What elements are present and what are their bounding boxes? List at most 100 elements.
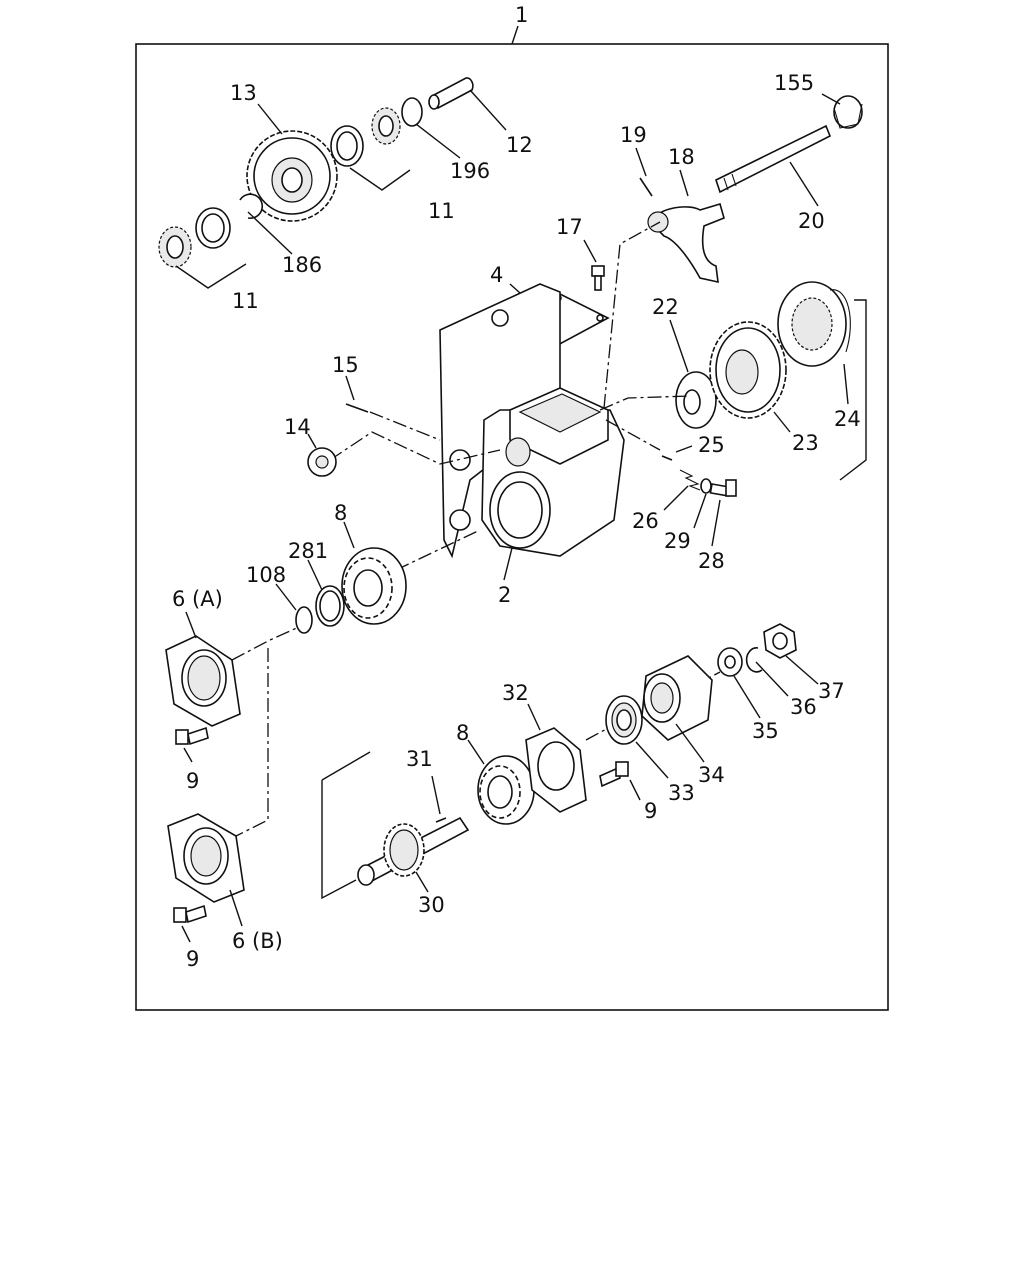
part-17-bolt [591, 265, 605, 291]
leader-9c [629, 779, 641, 801]
part-186-snap-ring [239, 193, 264, 220]
leader-32 [527, 703, 541, 731]
callout-30: 30 [418, 893, 445, 917]
leader-36 [755, 661, 789, 697]
part-30-shaft [357, 816, 470, 886]
bracket-24 [839, 299, 867, 481]
leader-23 [773, 411, 791, 433]
leader-196 [415, 123, 461, 159]
part-14-washer [307, 447, 337, 477]
leader-108 [275, 583, 297, 611]
leader-9a [183, 747, 193, 763]
part-25-pin [661, 455, 673, 461]
part-34-companion-flange [641, 655, 713, 741]
bracket-30 [321, 751, 371, 900]
leader-29 [693, 493, 707, 529]
leader-12 [469, 89, 507, 131]
part-2-housing [439, 283, 625, 559]
callout-23: 23 [792, 431, 819, 455]
callout-18: 18 [668, 145, 695, 169]
part-31-key [435, 817, 447, 823]
callout-9a: 9 [186, 769, 199, 793]
callout-37: 37 [818, 679, 845, 703]
axis-line-33 [585, 725, 613, 741]
leader-19 [635, 147, 647, 177]
axis-line-18 [603, 221, 661, 409]
leader-6a [185, 611, 197, 639]
part-28-bolt [709, 479, 737, 497]
callout-8-upper: 8 [334, 501, 347, 525]
leader-24 [843, 363, 849, 405]
leader-281 [307, 559, 323, 591]
callout-36: 36 [790, 695, 817, 719]
leader-31 [431, 775, 441, 815]
leader-8-lower [467, 739, 485, 765]
leader-11-right [349, 167, 411, 191]
leader-18 [679, 169, 689, 197]
leader-33 [635, 741, 669, 779]
callout-24: 24 [834, 407, 861, 431]
leader-186 [247, 211, 293, 255]
callout-6b: 6 (B) [232, 929, 283, 953]
callout-31: 31 [406, 747, 433, 771]
part-155-bushing [833, 95, 863, 129]
callout-186: 186 [282, 253, 322, 277]
leader-14 [307, 433, 317, 449]
callout-19: 19 [620, 123, 647, 147]
leader-15 [345, 375, 355, 401]
axis-line-15 [369, 411, 441, 441]
part-35-washer [717, 647, 743, 677]
leader-2 [503, 547, 513, 581]
part-24-sleeve [777, 281, 851, 367]
callout-196: 196 [450, 159, 490, 183]
part-32-flange [525, 727, 587, 813]
callout-8-lower: 8 [456, 721, 469, 745]
callout-4: 4 [490, 263, 503, 287]
callout-26: 26 [632, 509, 659, 533]
callout-11-right: 11 [428, 199, 455, 223]
callout-34: 34 [698, 763, 725, 787]
callout-11-left: 11 [232, 289, 259, 313]
axis-line-22 [599, 395, 691, 411]
callout-281: 281 [288, 539, 328, 563]
callout-13: 13 [230, 81, 257, 105]
leader-37 [785, 655, 819, 685]
callout-17: 17 [556, 215, 583, 239]
part-6b-cover [167, 813, 245, 903]
part-18-shift-fork [647, 203, 725, 284]
part-9-bolt-b [173, 904, 207, 924]
callout-108: 108 [246, 563, 286, 587]
part-9-bolt-a [175, 726, 209, 746]
leader-17 [583, 239, 597, 263]
part-6a-cover [165, 635, 241, 727]
callout-25: 25 [698, 433, 725, 457]
part-281-ring [315, 585, 345, 627]
leader-35 [733, 675, 761, 719]
leader-25 [675, 445, 693, 453]
leader-30 [415, 871, 429, 893]
part-196-ring [401, 97, 423, 127]
part-37-nut [763, 623, 797, 659]
axis-line-14 [329, 431, 501, 465]
callout-22: 22 [652, 295, 679, 319]
leader-6b [229, 889, 243, 927]
callout-6a: 6 (A) [172, 587, 223, 611]
part-8-bearing-upper [341, 547, 407, 625]
leader-11-left [175, 263, 247, 289]
part-108-snap-ring [295, 606, 313, 634]
part-22-washer [675, 371, 717, 429]
callout-1: 1 [515, 3, 528, 27]
leader-26 [663, 485, 689, 511]
callout-9b: 9 [186, 947, 199, 971]
axis-line-6 [235, 648, 269, 837]
callout-2: 2 [498, 583, 511, 607]
leader-155 [821, 93, 841, 105]
leader-20 [789, 161, 819, 207]
part-33-seal [605, 695, 643, 745]
leader-28 [711, 499, 721, 547]
leader-9b [181, 925, 191, 943]
part-13-gear [246, 130, 338, 222]
callout-35: 35 [752, 719, 779, 743]
callout-14: 14 [284, 415, 311, 439]
leader-13 [257, 103, 283, 135]
